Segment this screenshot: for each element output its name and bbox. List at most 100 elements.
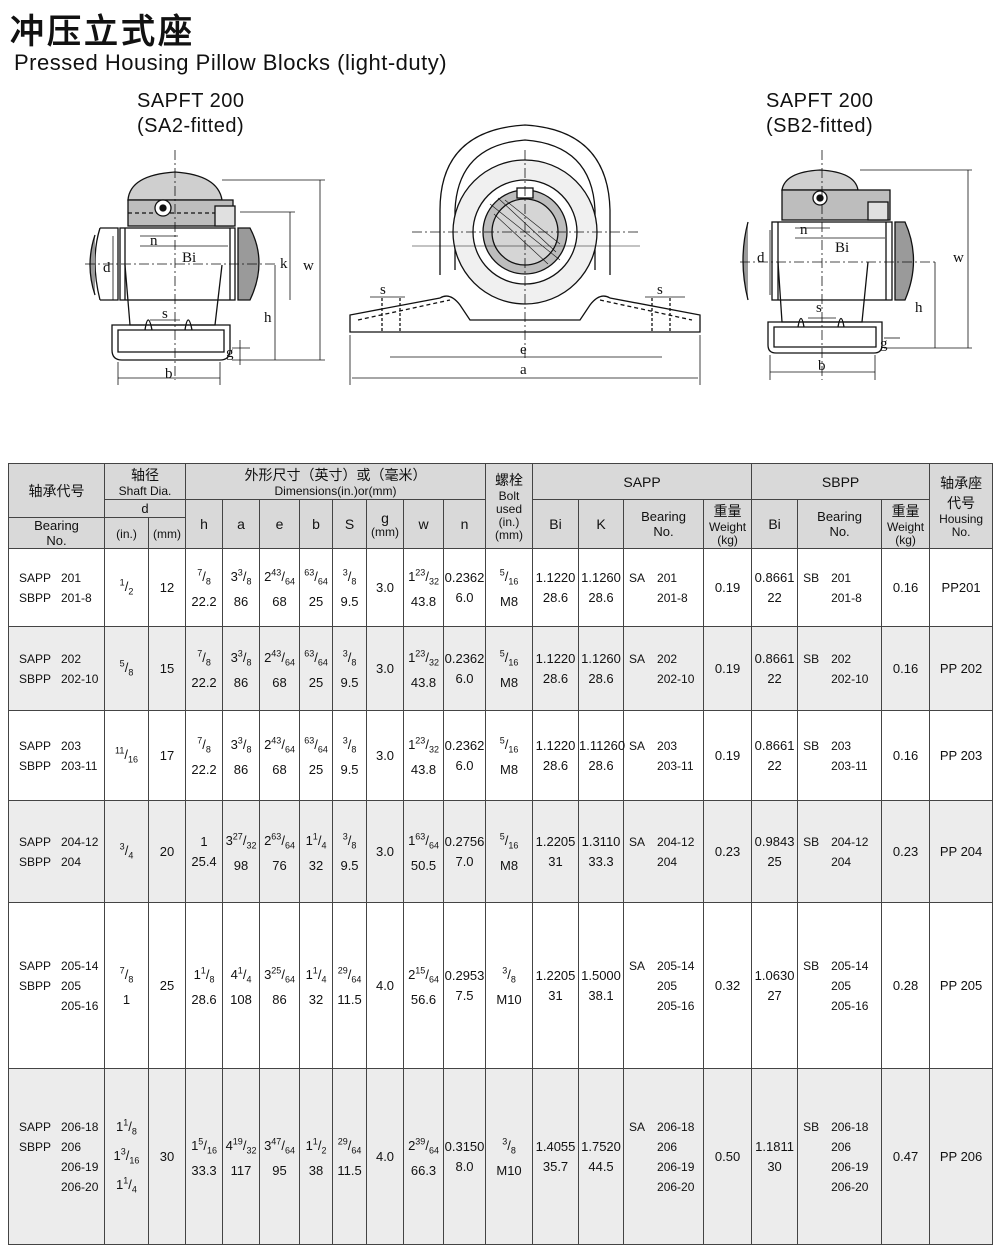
w-value: 123/32: [408, 736, 439, 755]
h-value: 22.2: [191, 674, 217, 690]
header-housing: 轴承座 代号 Housing No.: [929, 463, 994, 549]
b-value: 25: [308, 761, 324, 777]
sapp-weight-cell: 0.23: [703, 800, 753, 903]
housing-value: PP201: [941, 579, 981, 595]
shaft-in-value: 1: [122, 991, 131, 1007]
right-label-w: w: [953, 250, 964, 266]
g-value: 4.0: [375, 977, 395, 993]
specification-table: 轴承代号 轴径 Shaft Dia. 外形尺寸（英寸）或（毫米） Dimensi…: [8, 463, 994, 1245]
n-value: 0.2756: [444, 833, 485, 849]
b-value: 11/4: [305, 832, 327, 851]
housing-value: PP 204: [939, 843, 983, 859]
g-cell: 3.0: [366, 626, 405, 711]
sbpp-bi-value: 22: [767, 757, 782, 773]
g-value: 3.0: [375, 579, 395, 595]
sbpp-weight-value: 0.23: [892, 843, 919, 859]
w-value: 43.8: [410, 593, 437, 609]
a-value: 86: [233, 674, 249, 690]
b-value: 63/64: [304, 736, 328, 755]
bolt-value: M10: [496, 991, 522, 1007]
sbpp-bi-value: 30: [767, 1158, 782, 1174]
w-cell: 123/32 43.8: [403, 626, 445, 711]
sapp-weight-value: 0.19: [714, 579, 741, 595]
sapp-weight-cell: 0.50: [703, 1068, 753, 1245]
sapp-weight-cell: 0.19: [703, 548, 753, 627]
sapp-weight-value: 0.32: [714, 977, 741, 993]
b-value: 11/4: [305, 966, 327, 985]
g-cell: 4.0: [366, 902, 405, 1069]
s-value: 9.5: [340, 593, 359, 609]
w-value: 43.8: [410, 674, 437, 690]
sapp-bi-value: 1.2205: [535, 967, 576, 983]
g-value: 3.0: [375, 843, 395, 859]
sbpp-bi-value: 0.8661: [754, 569, 795, 585]
h-value: 15/16: [191, 1137, 217, 1156]
sbpp-weight-cell: 0.16: [881, 626, 931, 711]
housing-cell: PP 204: [929, 800, 994, 903]
sbpp-bi-value: 1.1811: [755, 1138, 794, 1154]
b-value: 38: [308, 1162, 324, 1178]
header-bolt: 螺栓 Bolt used (in.) (mm): [485, 463, 534, 549]
g-cell: 3.0: [366, 800, 405, 903]
b-cell: 11/4 32: [299, 902, 334, 1069]
a-value: 33/8: [230, 736, 252, 755]
sapp-weight-cell: 0.32: [703, 902, 753, 1069]
right-caption-model: SAPFT 200: [766, 90, 874, 112]
b-value: 32: [308, 991, 324, 1007]
sbpp-weight-cell: 0.28: [881, 902, 931, 1069]
sapp-k-value: 28.6: [588, 589, 614, 605]
shaft-mm-value: 12: [159, 579, 175, 595]
header-g: g(mm): [366, 499, 405, 549]
shaft-mm-value: 30: [159, 1148, 175, 1164]
sapp-k-value: 1.1260: [581, 650, 621, 666]
sbpp-bi-value: 22: [767, 589, 782, 605]
n-value: 0.2362: [444, 650, 485, 666]
n-value: 0.3150: [444, 1138, 485, 1154]
shaft-mm-cell: 25: [147, 902, 187, 1069]
shaft-mm-value: 25: [159, 977, 175, 993]
w-value: 123/32: [408, 568, 439, 587]
left-label-h: h: [264, 310, 272, 326]
b-value: 25: [308, 593, 324, 609]
bolt-value: 5/16: [499, 832, 519, 851]
sbpp-bi-value: 1.0630: [754, 967, 795, 983]
left-label-bi: Bi: [182, 250, 196, 266]
shaft-mm-value: 20: [159, 843, 175, 859]
s-value: 9.5: [340, 674, 359, 690]
sapp-k-value: 1.1260: [581, 569, 621, 585]
shaft-mm-cell: 30: [147, 1068, 187, 1245]
e-value: 347/64: [264, 1137, 295, 1156]
s-value: 11.5: [337, 991, 362, 1007]
s-value: 29/64: [337, 966, 362, 985]
shaft-in-cell: 11/16: [104, 710, 149, 801]
e-value: 243/64: [264, 649, 295, 668]
bolt-value: M10: [496, 1162, 522, 1178]
w-value: 123/32: [408, 649, 439, 668]
b-cell: 63/64 25: [299, 710, 334, 801]
